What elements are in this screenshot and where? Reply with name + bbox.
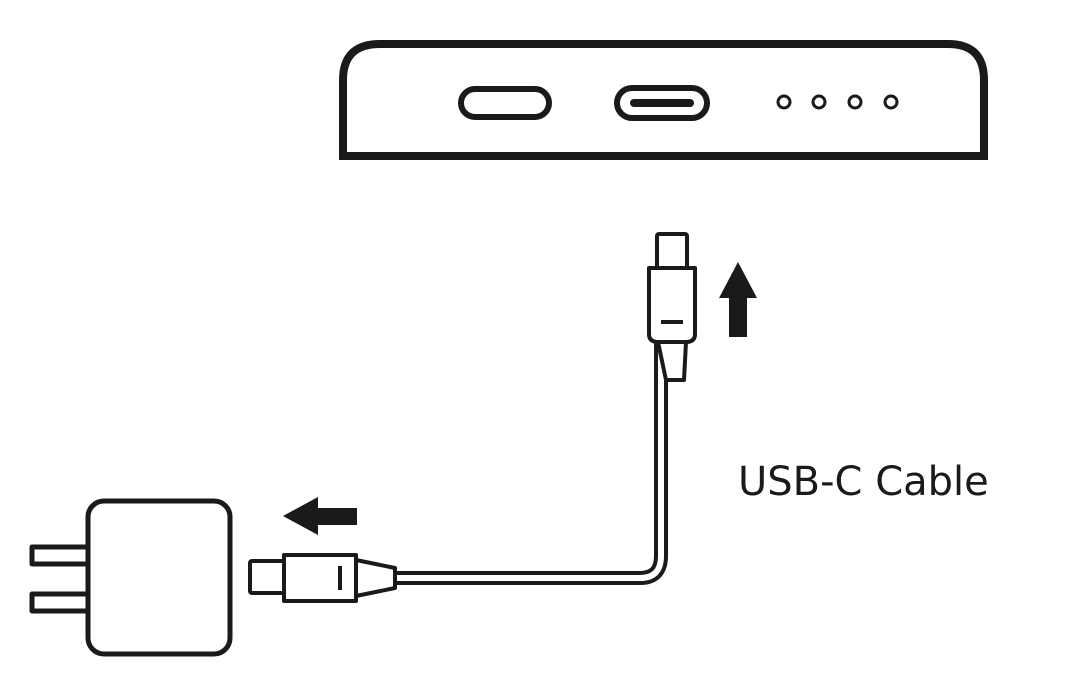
indicator-dot — [776, 94, 792, 110]
wall-adapter-icon — [29, 498, 233, 657]
adapter-body — [85, 498, 233, 657]
device-bottom-edge — [339, 40, 988, 160]
indicator-dot — [847, 94, 863, 110]
connector-body — [282, 553, 358, 603]
arrow-up-icon — [719, 262, 757, 337]
connector-tip — [655, 232, 689, 270]
connector-body — [647, 266, 697, 344]
adapter-prong-top — [29, 544, 91, 567]
device-port-left — [458, 86, 552, 120]
connector-strain-relief — [656, 340, 688, 382]
indicator-dot — [883, 94, 899, 110]
connector-strain-relief — [354, 558, 397, 598]
connector-tip — [248, 559, 286, 595]
adapter-prong-bottom — [29, 591, 91, 614]
device-indicator-dots — [776, 94, 899, 110]
device-outline — [339, 40, 988, 156]
cable-label: USB-C Cable — [738, 459, 989, 505]
arrow-left-icon — [283, 497, 357, 535]
device-usb-c-port — [614, 85, 710, 121]
usb-c-connector-top — [647, 232, 697, 382]
usb-c-cable — [395, 338, 668, 585]
usb-c-connector-bottom — [248, 553, 397, 603]
indicator-dot — [811, 94, 827, 110]
